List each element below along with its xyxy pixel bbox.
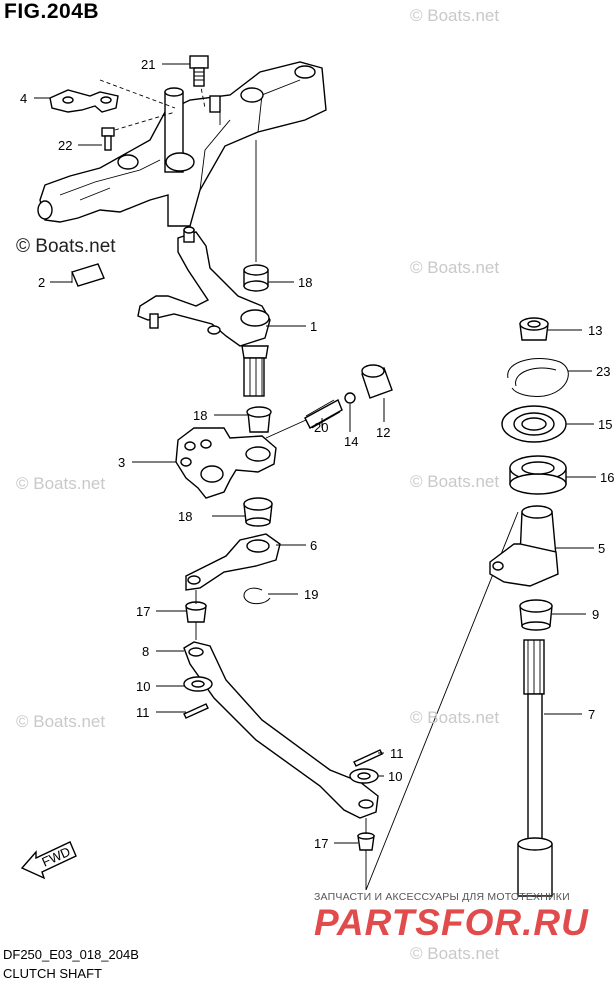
guide-5 xyxy=(489,505,559,587)
parts-store-logo: PARTSFOR.RU xyxy=(314,902,589,943)
callout-11-right: 11 xyxy=(390,746,404,761)
callout-18-low: 18 xyxy=(178,509,192,524)
callout-18-top: 18 xyxy=(298,275,312,290)
bushing-17-top xyxy=(185,601,207,623)
lever-6 xyxy=(185,533,281,591)
clip-2 xyxy=(71,263,105,287)
callout-1: 1 xyxy=(310,319,317,334)
callout-12: 12 xyxy=(376,425,390,440)
figure-title: FIG.204B xyxy=(4,0,100,23)
callout-19: 19 xyxy=(304,587,318,602)
callout-8: 8 xyxy=(142,644,149,659)
spring-20 xyxy=(304,399,343,429)
callout-3: 3 xyxy=(118,455,125,470)
washer-10-top xyxy=(183,676,213,692)
callout-7: 7 xyxy=(588,707,595,722)
bushing-18-mid xyxy=(246,406,272,433)
callout-4: 4 xyxy=(20,91,27,106)
bearing-15 xyxy=(501,405,567,443)
circlip-23 xyxy=(507,358,569,397)
callout-17-bottom: 17 xyxy=(314,836,328,851)
shift-bracket-housing xyxy=(37,61,327,227)
screw-22 xyxy=(101,127,115,151)
callout-11-left: 11 xyxy=(136,705,150,720)
callout-21: 21 xyxy=(141,57,155,72)
boats-watermark: © Boats.net xyxy=(16,236,116,257)
fwd-arrow-icon: FWD xyxy=(20,841,77,880)
boats-watermark: © Boats.net xyxy=(410,6,500,25)
callout-leaders xyxy=(34,63,596,844)
bolt-21 xyxy=(189,55,209,87)
link-rod-8 xyxy=(183,641,379,819)
callout-6: 6 xyxy=(310,538,317,553)
callout-2: 2 xyxy=(38,275,45,290)
cam-block-3 xyxy=(175,427,277,499)
callout-10-right: 10 xyxy=(388,769,402,784)
clutch-shaft-7 xyxy=(517,639,553,897)
parts-store-tagline: ЗАПЧАСТИ И АКСЕССУАРЫ ДЛЯ МОТОТЕХНИКИ xyxy=(314,891,570,903)
callout-18-mid: 18 xyxy=(193,408,207,423)
callout-16: 16 xyxy=(600,470,614,485)
figure-subtitle: CLUTCH SHAFT xyxy=(3,966,102,981)
callout-23: 23 xyxy=(596,364,610,379)
boats-watermark: © Boats.net xyxy=(16,712,106,731)
callout-5: 5 xyxy=(598,541,605,556)
callout-labels: 21 4 22 2 18 1 13 23 15 12 14 20 18 3 16… xyxy=(20,57,614,851)
boats-watermark: © Boats.net xyxy=(16,474,106,493)
callout-15: 15 xyxy=(598,417,612,432)
callout-10-left: 10 xyxy=(136,679,150,694)
circlip-19 xyxy=(243,587,271,605)
boats-watermark: © Boats.net xyxy=(410,472,500,491)
sleeve-12 xyxy=(361,364,393,399)
bushing-9 xyxy=(519,599,553,631)
callout-13: 13 xyxy=(588,323,602,338)
callout-14: 14 xyxy=(344,434,358,449)
shift-shaft-1 xyxy=(137,226,271,397)
plate-4 xyxy=(49,89,119,113)
washer-10-bottom xyxy=(349,768,379,784)
callout-20: 20 xyxy=(314,420,328,435)
seal-16 xyxy=(509,455,567,495)
callout-9: 9 xyxy=(592,607,599,622)
boats-watermark: © Boats.net xyxy=(410,258,500,277)
ball-14 xyxy=(344,392,356,404)
callout-17-top: 17 xyxy=(136,604,150,619)
bushing-17-bottom xyxy=(357,832,375,851)
cotter-pin-11-right xyxy=(353,749,383,767)
cap-13 xyxy=(519,317,549,341)
bushing-18-top xyxy=(243,264,269,292)
cotter-pin-11-left xyxy=(183,703,209,719)
callout-22: 22 xyxy=(58,138,72,153)
boats-watermark: © Boats.net xyxy=(410,708,500,727)
figure-code: DF250_E03_018_204B xyxy=(3,947,139,962)
bushing-18-low xyxy=(243,497,273,527)
boats-watermark: © Boats.net xyxy=(410,944,500,963)
